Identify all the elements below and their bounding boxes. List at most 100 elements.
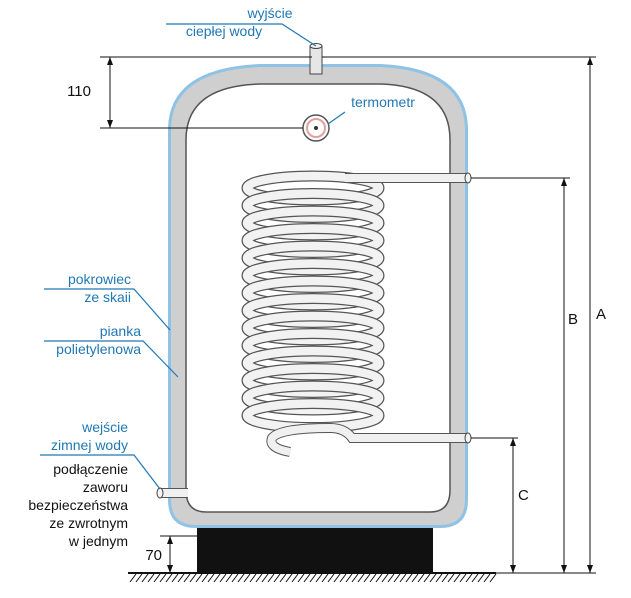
hatch-stroke [225,573,233,583]
hatch-stroke [381,573,389,583]
coil-upper-connection [345,172,472,184]
coil-ring [242,224,384,257]
hatch-stroke [429,573,437,583]
hatch-stroke [255,573,263,583]
hatch-stroke [243,573,251,583]
hatch-stroke [273,573,281,583]
cold-inlet-line-2: zimnej wody [51,437,128,453]
hatch-stroke [153,573,161,583]
hatch-stroke [333,573,341,583]
hatch-stroke [159,573,167,583]
hatch-stroke [321,573,329,583]
hatch-stroke [189,573,197,583]
dimension-A-label: A [596,306,606,323]
hatch-stroke [315,573,323,583]
hatch-stroke [327,573,335,583]
hot-water-outlet-pipe [309,43,323,75]
hatch-stroke [129,573,137,583]
hatch-stroke [351,573,359,583]
cold-water-inlet-pipe [156,487,188,499]
hatch-stroke [195,573,203,583]
coil-lower-connection [266,422,472,457]
hatch-stroke [477,573,485,583]
skai-cover-label: pokrowiec ze skaii [44,271,171,331]
hatch-stroke [423,573,431,583]
hatch-stroke [411,573,419,583]
hatch-stroke [165,573,173,583]
heating-coil [241,170,385,433]
hatch-stroke [357,573,365,583]
dimension-C-label: C [518,487,529,504]
coil-ring [242,294,384,327]
coil-ring [242,346,384,380]
hatch-stroke [213,573,221,583]
hatch-stroke [147,573,155,583]
hatch-stroke [141,573,149,583]
foam-label: pianka polietylenowa [44,323,179,378]
foam-line-2: polietylenowa [56,341,141,357]
hatch-stroke [309,573,317,583]
coil-ring [242,381,384,415]
hatch-stroke [471,573,479,583]
hatch-stroke [291,573,299,583]
cold-inlet-line-3: podłączenie [53,461,128,477]
dimension-70: 70 [145,535,318,573]
hatch-stroke [393,573,401,583]
hatch-stroke [231,573,239,583]
hatch-stroke [363,573,371,583]
hatch-stroke [207,573,215,583]
hot-water-outlet-line-1: wyjście [246,5,292,21]
hatch-stroke [135,573,143,583]
hatch-stroke [453,573,461,583]
dimension-110: 110 [67,56,312,129]
foam-line-1: pianka [100,323,141,339]
hatch-stroke [267,573,275,583]
hatch-stroke [405,573,413,583]
coil-ring [242,259,384,292]
dimension-A: A [322,56,606,574]
dimension-70-label: 70 [145,547,162,564]
hatch-stroke [297,573,305,583]
cold-inlet-line-6: ze zwrotnym [49,515,128,531]
hatch-stroke [183,573,191,583]
hatch-stroke [219,573,227,583]
cold-inlet-line-7: w jednym [68,533,128,549]
hatch-stroke [441,573,449,583]
hatch-stroke [369,573,377,583]
hatch-stroke [345,573,353,583]
dimension-B-label: B [568,311,578,328]
hatch-stroke [279,573,287,583]
hatch-stroke [483,573,491,583]
dimension-B: B [471,177,578,573]
cold-inlet-line-4: zaworu [83,479,128,495]
cold-inlet-line-5: bezpieczeństwa [28,497,128,513]
hatch-stroke [261,573,269,583]
hatch-stroke [303,573,311,583]
hatch-stroke [435,573,443,583]
hatch-stroke [171,573,179,583]
coil-ring [242,364,384,397]
hatch-stroke [339,573,347,583]
cold-inlet-line-1: wejście [81,419,128,435]
hatch-stroke [201,573,209,583]
hot-water-outlet-label: wyjście ciepłej wody [166,5,317,47]
cold-water-inlet-label: wejście zimnej wody podłączenie zaworu b… [28,419,161,549]
hatch-stroke [177,573,185,583]
coil-ring [242,241,384,275]
coil-ring [242,276,384,310]
hatch-stroke [459,573,467,583]
hatch-stroke [387,573,395,583]
coil-ring [242,189,384,222]
thermometer-text: termometr [351,94,415,110]
thermometer-icon [302,114,330,142]
ground-hatch [128,572,497,583]
hatch-stroke [489,573,497,583]
thermometer-label: termometr [327,94,415,125]
coil-ring [242,206,384,240]
hatch-stroke [249,573,257,583]
coil-ring [242,171,384,205]
dimension-110-label: 110 [67,83,91,100]
hatch-stroke [447,573,455,583]
dimension-C: C [471,437,529,573]
